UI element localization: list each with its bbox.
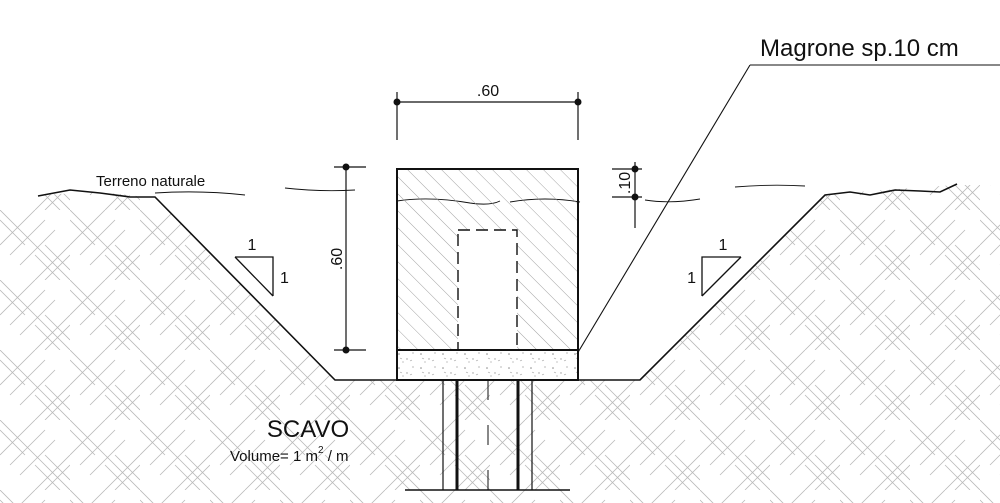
slope-indicator-left: 1 1 bbox=[234, 237, 289, 297]
scavo-title: SCAVO bbox=[267, 416, 349, 443]
dimension-width-top: .60 bbox=[393, 83, 582, 140]
ground-profile bbox=[37, 183, 958, 381]
slope-right-side-label: 1 bbox=[687, 270, 696, 287]
magrone-label: Magrone sp.10 cm bbox=[760, 35, 959, 62]
magrone-leader bbox=[576, 64, 1000, 355]
volume-suffix: / m bbox=[324, 448, 349, 465]
volume-exponent: 2 bbox=[318, 445, 324, 456]
dimension-depth-right: .10 bbox=[612, 162, 642, 228]
slope-left-side-label: 1 bbox=[280, 270, 289, 287]
dimension-depth-right-label: .10 bbox=[617, 172, 634, 194]
volume-label: Volume= 1 m2 / m bbox=[230, 445, 349, 465]
dimension-height-left-label: .60 bbox=[329, 248, 346, 270]
soil-hatch bbox=[0, 185, 1000, 503]
foundation-block bbox=[396, 168, 579, 351]
dimension-width-top-label: .60 bbox=[477, 83, 499, 100]
pole-section bbox=[405, 380, 570, 491]
volume-prefix: Volume= 1 m bbox=[230, 448, 318, 465]
slope-left-top-label: 1 bbox=[248, 237, 257, 254]
slope-indicator-right: 1 1 bbox=[687, 237, 742, 297]
dimension-height-left: .60 bbox=[329, 163, 366, 354]
slope-right-top-label: 1 bbox=[719, 237, 728, 254]
lean-concrete-layer bbox=[396, 349, 579, 381]
terreno-label: Terreno naturale bbox=[96, 173, 205, 190]
